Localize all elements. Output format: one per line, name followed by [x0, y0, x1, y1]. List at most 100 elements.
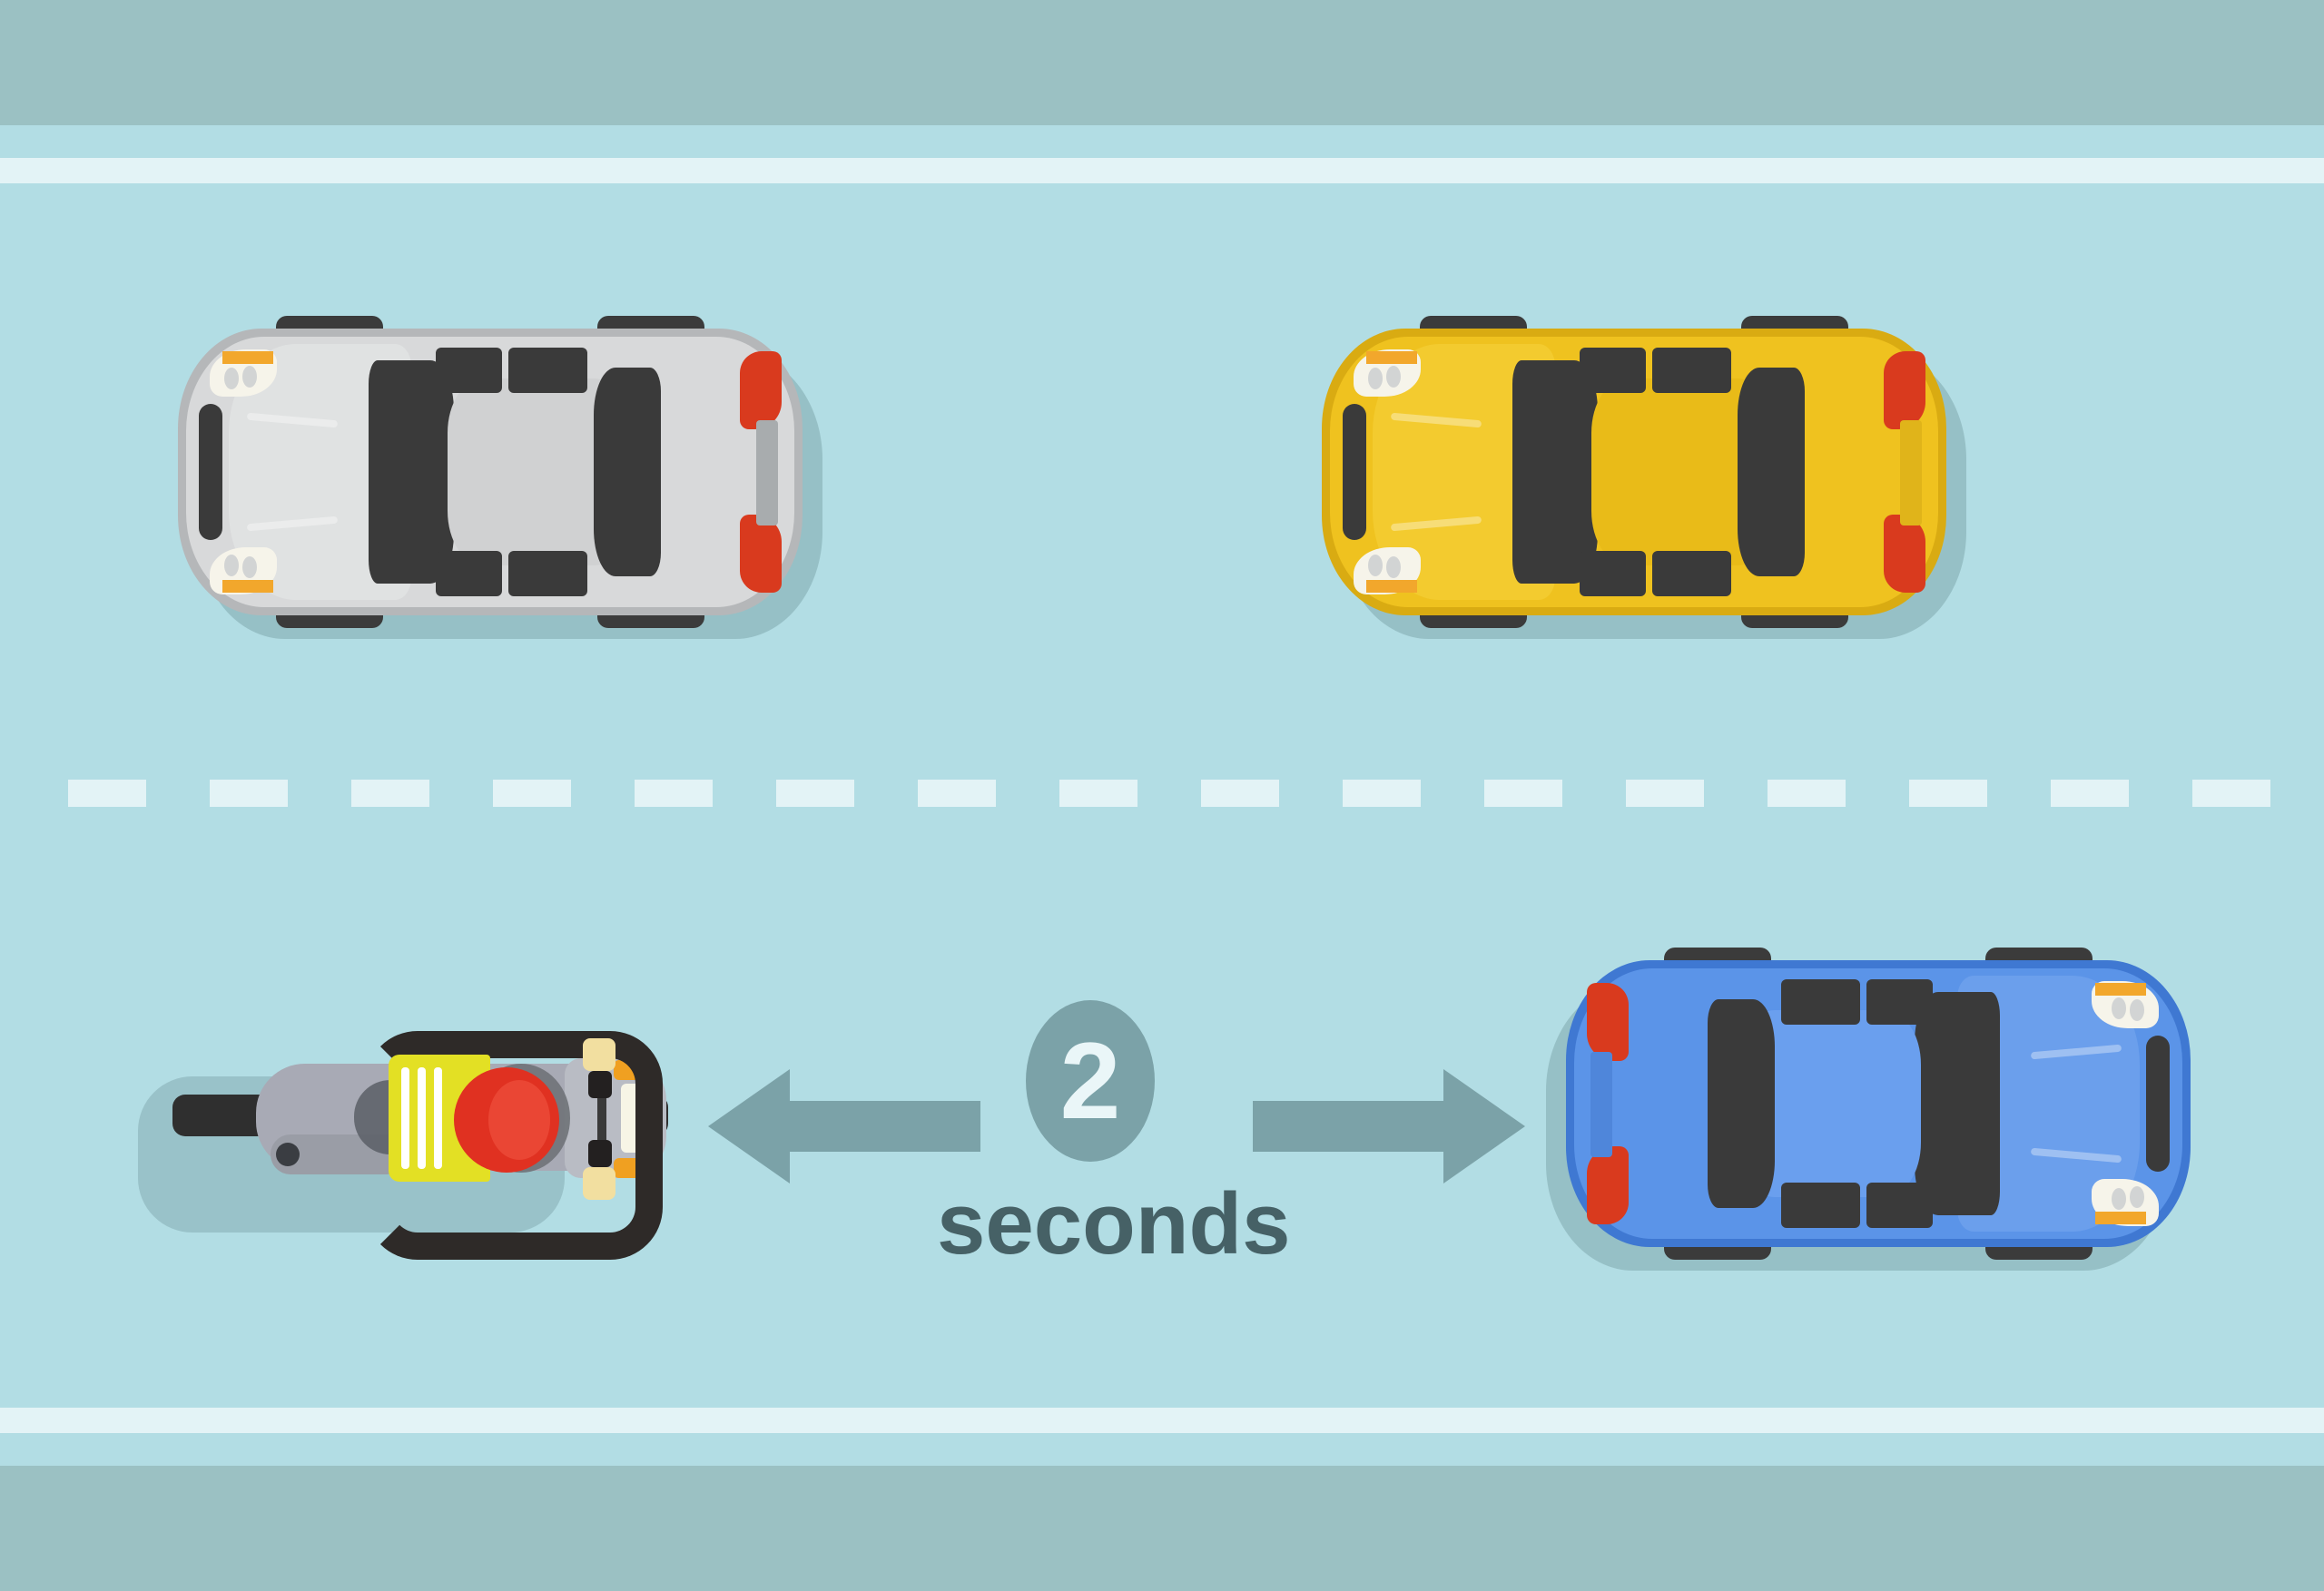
headlight-bulb-b	[2112, 1188, 2126, 1210]
taillight-right	[1884, 515, 1925, 593]
taillight-right	[740, 515, 782, 593]
roadside-bottom	[0, 1466, 2324, 1591]
headlight-bulb-a	[1368, 555, 1383, 576]
headlight-right	[1354, 547, 1421, 594]
taillight-right	[1587, 1146, 1629, 1224]
indicator-amber	[2095, 1212, 2146, 1224]
lane-dash	[776, 780, 854, 807]
rider-helmet	[454, 1067, 559, 1173]
lane-dash	[68, 780, 146, 807]
headlight-left	[2092, 981, 2159, 1028]
side-window-rear-right	[1652, 551, 1732, 596]
lane-dash	[2192, 780, 2270, 807]
windshield	[1512, 360, 1598, 584]
lane-dash	[1768, 780, 1846, 807]
following-distance-indicator: 2 seconds	[708, 980, 1525, 1289]
car-body-paint	[1330, 337, 1938, 607]
headlight-right	[2092, 1179, 2159, 1226]
front-grille	[199, 404, 222, 540]
rear-license-plate	[756, 420, 778, 525]
side-window-rear-left	[1780, 979, 1860, 1025]
headlight-bulb-a	[2130, 999, 2144, 1021]
side-window-rear-right	[1780, 1183, 1860, 1228]
lane-dash	[1484, 780, 1562, 807]
jacket-stripe-2	[418, 1067, 426, 1169]
taillight-left	[1884, 351, 1925, 429]
headlight-bulb-a	[224, 368, 239, 389]
vehicle-motorcycle	[138, 1024, 668, 1260]
gap-seconds-number: 2	[1059, 1020, 1121, 1142]
car-body	[1566, 960, 2191, 1247]
side-window-rear-left	[1652, 348, 1732, 393]
vehicle-yellow-car	[1322, 316, 1966, 639]
indicator-amber	[222, 580, 273, 593]
rider-jacket	[389, 1055, 490, 1182]
indicator-amber	[222, 351, 273, 364]
rear-window	[593, 368, 661, 576]
headlight-bulb-b	[242, 556, 257, 578]
taillight-left	[1587, 983, 1629, 1061]
headlight-bulb-a	[224, 555, 239, 576]
lane-dash	[918, 780, 996, 807]
road-edge-line-bottom	[0, 1408, 2324, 1433]
rider-cuff-left	[588, 1071, 612, 1098]
jacket-stripe-1	[401, 1067, 409, 1169]
lane-dash	[1626, 780, 1704, 807]
roadside-top	[0, 0, 2324, 125]
jacket-stripe-3	[434, 1067, 442, 1169]
lane-dash	[1059, 780, 1137, 807]
handlebar	[597, 1051, 606, 1185]
side-window-front-right	[435, 551, 503, 596]
lane-dash	[1201, 780, 1279, 807]
headlight-bulb-a	[2130, 1186, 2144, 1208]
car-body-paint	[186, 337, 794, 607]
lane-dash	[1343, 780, 1421, 807]
taillight-left	[740, 351, 782, 429]
headlight-bulb-b	[242, 366, 257, 388]
car-body	[1322, 329, 1946, 615]
headlight-bulb-b	[1386, 366, 1401, 388]
lane-dash	[210, 780, 288, 807]
lane-dash	[1909, 780, 1987, 807]
lane-dash	[493, 780, 571, 807]
rider-glove-right	[583, 1167, 615, 1200]
front-grille	[1343, 404, 1366, 540]
headlight-bulb-b	[1386, 556, 1401, 578]
side-window-front-right	[1579, 551, 1647, 596]
side-window-front-left	[1866, 979, 1934, 1025]
lane-dash	[351, 780, 429, 807]
arrow-right-icon	[1253, 1058, 1525, 1194]
rear-license-plate	[1590, 1052, 1612, 1157]
gap-seconds-caption: seconds	[937, 1175, 1291, 1272]
side-window-front-right	[1866, 1183, 1934, 1228]
front-grille	[2146, 1036, 2170, 1172]
lane-divider-dashed	[0, 780, 2324, 807]
headlight-bulb-a	[1368, 368, 1383, 389]
headlight-bulb-b	[2112, 997, 2126, 1019]
side-window-rear-left	[508, 348, 588, 393]
lane-dash	[635, 780, 713, 807]
arrow-left-icon	[708, 1058, 980, 1194]
rear-license-plate	[1900, 420, 1922, 525]
indicator-amber	[2095, 983, 2146, 996]
indicator-amber	[1366, 580, 1417, 593]
rear-window	[1737, 368, 1805, 576]
side-window-front-left	[435, 348, 503, 393]
windshield	[369, 360, 454, 584]
rear-window	[1708, 999, 1776, 1208]
road-edge-line-top	[0, 158, 2324, 183]
headlight-right	[210, 547, 277, 594]
lane-dash	[2051, 780, 2129, 807]
side-window-front-left	[1579, 348, 1647, 393]
indicator-amber	[1366, 351, 1417, 364]
car-body	[178, 329, 803, 615]
rider-glove-left	[583, 1038, 615, 1071]
headlight-left	[210, 349, 277, 397]
vehicle-blue-car	[1546, 948, 2191, 1271]
car-body-paint	[1574, 968, 2182, 1239]
vehicle-silver-car	[178, 316, 822, 639]
headlight-left	[1354, 349, 1421, 397]
side-window-rear-right	[508, 551, 588, 596]
gap-seconds-badge: 2	[1026, 1000, 1155, 1162]
